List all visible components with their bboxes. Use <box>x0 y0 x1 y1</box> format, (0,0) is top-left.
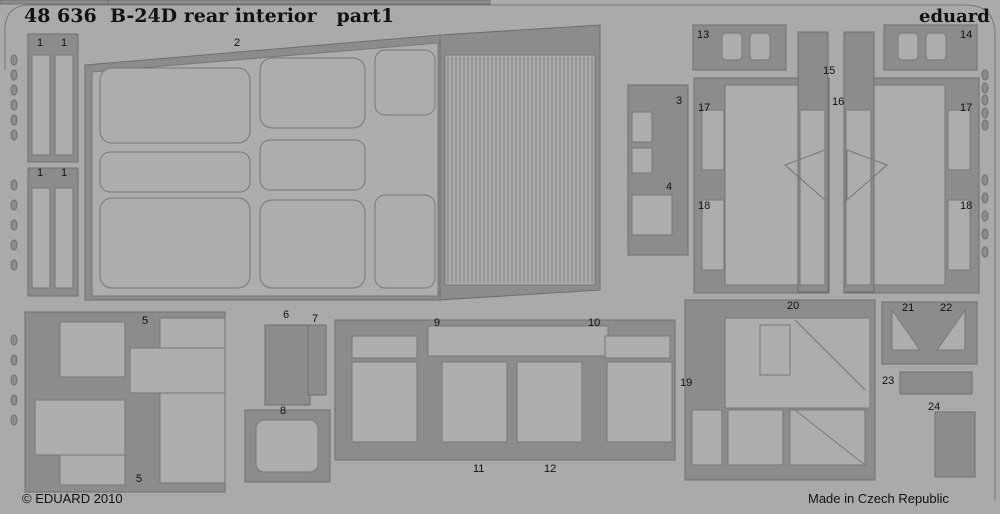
part-24 <box>934 411 976 478</box>
part-7 <box>307 324 327 396</box>
brand-logo: eduard <box>919 6 990 27</box>
vent-drop <box>10 99 18 111</box>
part-label: 9 <box>434 317 440 329</box>
part-2-panel <box>84 34 441 301</box>
origin-text: Made in Czech Republic <box>808 491 949 506</box>
part-label: 12 <box>544 463 556 475</box>
vent-drop <box>10 199 18 211</box>
vent-drops <box>10 54 989 426</box>
part-6 <box>264 324 311 406</box>
part-label: 18 <box>698 200 710 212</box>
part-label: 13 <box>697 29 709 41</box>
vent-drop <box>981 210 989 222</box>
part-label: 24 <box>928 401 940 413</box>
part-label: 20 <box>787 300 799 312</box>
vent-drop <box>10 259 18 271</box>
part-label: 17 <box>960 102 972 114</box>
frame-border <box>4 4 996 500</box>
part-label: 17 <box>698 102 710 114</box>
part-9-12-seats <box>334 319 676 461</box>
vent-drop <box>10 239 18 251</box>
vent-drop <box>981 82 989 94</box>
part-label: 16 <box>832 96 844 108</box>
part-label: 5 <box>142 315 148 327</box>
ribbed-floor-panel <box>439 24 601 301</box>
part-label: 15 <box>823 65 835 77</box>
part-label: 19 <box>680 377 692 389</box>
vent-drop <box>981 94 989 106</box>
part-label: 10 <box>588 317 600 329</box>
fret-title: 48 636 B-24D rear interior part1 <box>24 5 394 27</box>
part-label: 4 <box>666 181 672 193</box>
vent-drop <box>10 219 18 231</box>
vent-drop <box>10 354 18 366</box>
part-label: 1 <box>37 37 43 49</box>
vent-drop <box>981 69 989 81</box>
vent-drop <box>981 246 989 258</box>
part-label: 3 <box>676 95 682 107</box>
vent-drop <box>10 334 18 346</box>
part-label: 22 <box>940 302 952 314</box>
part-label: 1 <box>61 37 67 49</box>
part-1-strips <box>27 33 79 297</box>
part-label: 14 <box>960 29 972 41</box>
vent-drop <box>10 179 18 191</box>
part-label: 6 <box>283 309 289 321</box>
part-19-20 <box>684 299 876 481</box>
vent-drop <box>981 119 989 131</box>
vent-drop <box>10 69 18 81</box>
vent-drop <box>10 374 18 386</box>
part-15-16-frames <box>693 31 980 294</box>
part-label: 11 <box>473 463 484 475</box>
part-label: 18 <box>960 200 972 212</box>
part-label: 1 <box>61 167 67 179</box>
vent-drop <box>10 54 18 66</box>
part-label: 7 <box>312 313 318 325</box>
copyright: © EDUARD 2010 <box>22 491 123 506</box>
part-5 <box>24 311 226 493</box>
vent-drop <box>981 192 989 204</box>
part-23 <box>899 371 973 395</box>
vent-drop <box>10 114 18 126</box>
part-label: 1 <box>37 167 43 179</box>
vent-drop <box>10 129 18 141</box>
part-label: 8 <box>280 405 286 417</box>
vent-drop <box>981 107 989 119</box>
part-label: 21 <box>902 302 914 314</box>
vent-drop <box>10 414 18 426</box>
part-label: 23 <box>882 375 894 387</box>
part-label: 2 <box>234 37 240 49</box>
vent-drop <box>981 228 989 240</box>
vent-drop <box>10 84 18 96</box>
vent-drop <box>10 394 18 406</box>
part-label: 5 <box>136 473 142 485</box>
vent-drop <box>981 174 989 186</box>
